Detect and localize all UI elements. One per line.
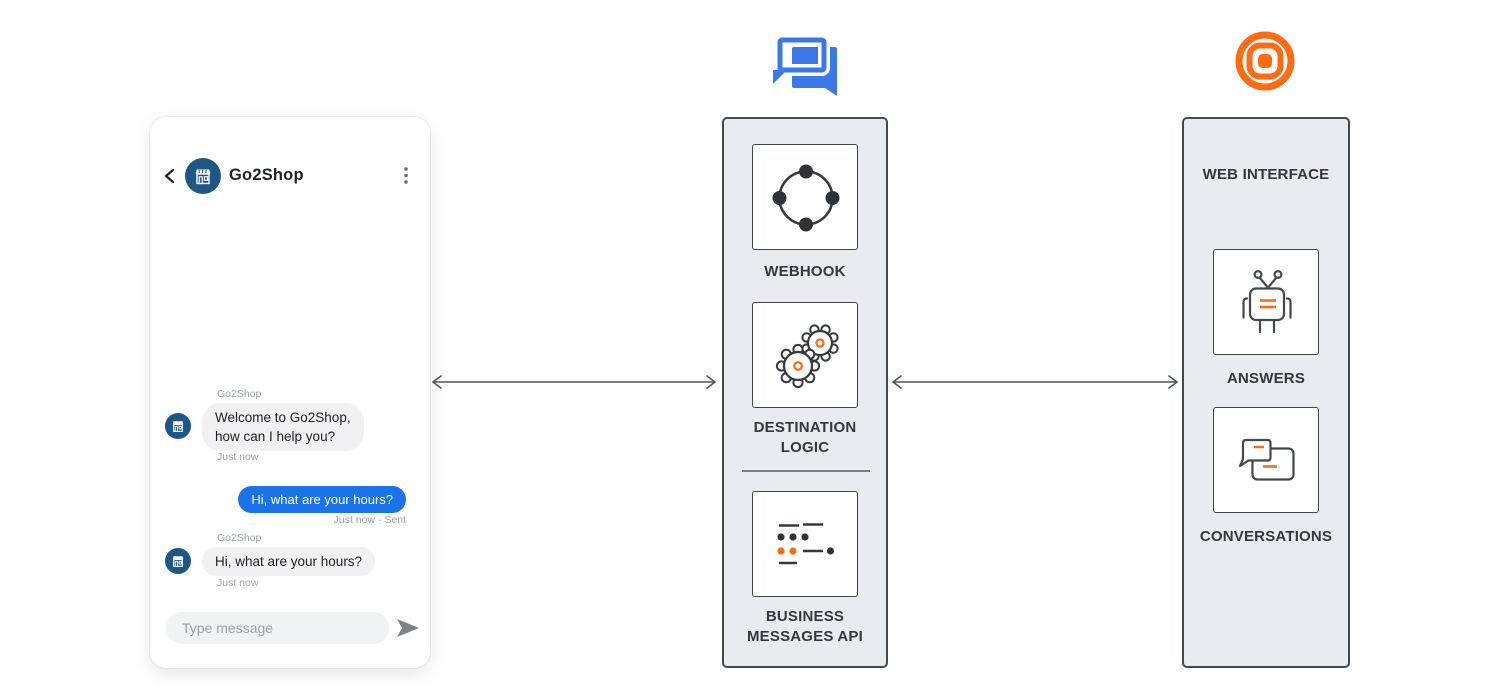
webhook-icon bbox=[772, 164, 840, 232]
bidirectional-arrow bbox=[891, 375, 1179, 389]
chat-title: Go2Shop bbox=[229, 166, 304, 184]
conversations-icon bbox=[1238, 438, 1295, 481]
chatbot-icon bbox=[1242, 270, 1292, 334]
received-message-bubble: Welcome to Go2Shop, how can I help you? bbox=[202, 403, 364, 451]
panel-divider bbox=[742, 470, 870, 472]
message-input[interactable] bbox=[166, 612, 389, 644]
webhook-box bbox=[752, 144, 858, 250]
storefront-avatar-icon bbox=[165, 548, 191, 574]
business-messages-api-label: BUSINESS MESSAGES API bbox=[746, 608, 864, 645]
storefront-avatar-icon bbox=[185, 158, 221, 194]
answers-box bbox=[1213, 249, 1319, 355]
send-icon[interactable] bbox=[396, 618, 420, 638]
conversations-label: CONVERSATIONS bbox=[1199, 528, 1333, 545]
kebab-menu-icon[interactable] bbox=[400, 166, 412, 186]
message-sender-label: Go2Shop bbox=[217, 532, 262, 544]
back-chevron-icon[interactable] bbox=[163, 168, 177, 184]
message-timestamp: Just now - Sent bbox=[333, 514, 406, 526]
chat-header: Go2Shop bbox=[150, 158, 430, 194]
message-composer bbox=[166, 612, 389, 644]
answers-label: ANSWERS bbox=[1226, 370, 1306, 387]
webhook-label: WEBHOOK bbox=[764, 263, 846, 280]
morse-code-api-icon bbox=[777, 523, 835, 565]
received-message-bubble: Hi, what are your hours? bbox=[202, 547, 376, 576]
storefront-avatar-icon bbox=[165, 413, 191, 439]
infobip-logo bbox=[1235, 31, 1295, 91]
message-sender-label: Go2Shop bbox=[217, 388, 262, 400]
destination-logic-box bbox=[752, 302, 858, 408]
sent-message-bubble: Hi, what are your hours? bbox=[238, 486, 406, 513]
web-interface-title: WEB INTERFACE bbox=[1202, 166, 1330, 183]
business-messages-logo bbox=[770, 34, 837, 96]
phone-chat-panel: Go2Shop Go2Shop Welcome to Go2Shop, how … bbox=[150, 117, 430, 668]
web-interface-panel: WEB INTERFACE ANSWERS bbox=[1182, 117, 1350, 668]
bidirectional-arrow bbox=[431, 375, 717, 389]
business-messages-api-box bbox=[752, 491, 858, 597]
message-timestamp: Just now bbox=[217, 451, 259, 463]
conversations-box bbox=[1213, 407, 1319, 513]
gears-icon bbox=[775, 324, 839, 389]
message-timestamp: Just now bbox=[217, 577, 259, 589]
destination-logic-label: DESTINATION LOGIC bbox=[753, 419, 857, 456]
platform-panel: WEBHOOK DES bbox=[722, 117, 888, 668]
